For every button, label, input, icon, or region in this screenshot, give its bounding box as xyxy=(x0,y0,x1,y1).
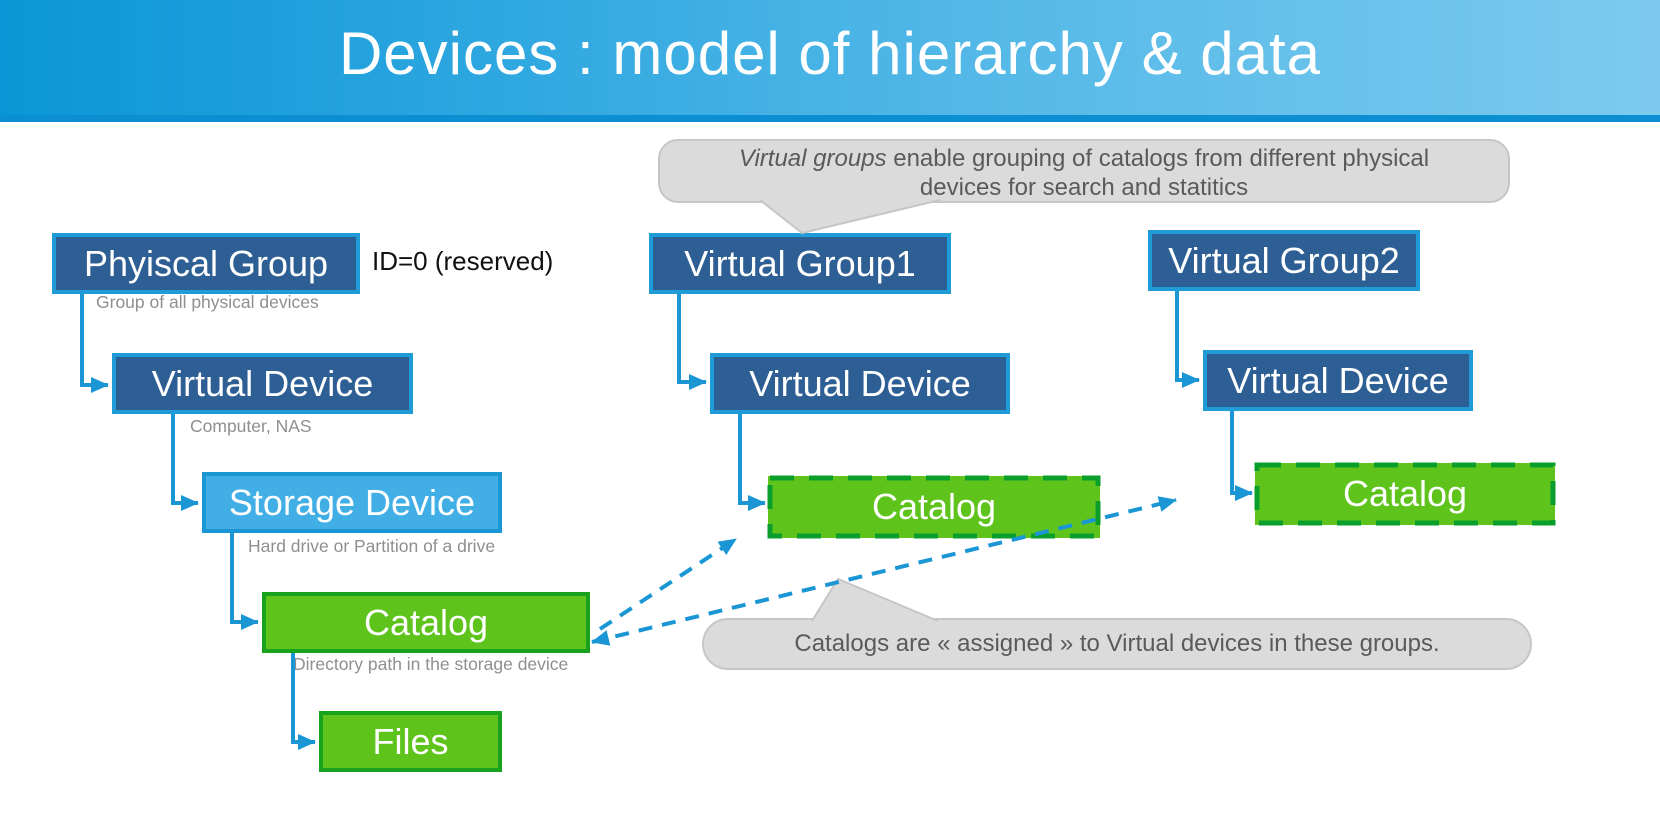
node-virtual-group2: Virtual Group2 xyxy=(1148,230,1420,291)
node-catalog-right: Catalog xyxy=(1255,463,1555,525)
node-catalog-middle: Catalog xyxy=(768,476,1100,538)
speech-bubble-top-tail xyxy=(759,199,941,235)
speech-bubble-top-line2: devices for search and statitics xyxy=(919,174,1249,201)
node-storage-device: Storage Device xyxy=(202,472,502,533)
speech-bubble-top-line1: Virtual groups enable grouping of catalo… xyxy=(660,144,1508,173)
connector-group2-to-device xyxy=(1175,291,1200,388)
assignment-arrow-to-catalog-middle xyxy=(598,537,738,631)
connector-device1-to-catalog xyxy=(738,414,766,511)
caption-storage-device: Hard drive or Partition of a drive xyxy=(248,536,496,556)
speech-bubble-top-lead: Virtual groups xyxy=(738,145,887,172)
header-bar xyxy=(0,0,1660,115)
node-physical-group: Phyiscal Group xyxy=(52,233,360,294)
connector-group1-to-device xyxy=(677,294,707,390)
node-catalog-left: Catalog xyxy=(262,592,590,653)
header-underline xyxy=(0,115,1660,122)
node-virtual-device-middle: Virtual Device xyxy=(710,353,1010,414)
page-title: Devices : model of hierarchy & data xyxy=(338,20,1322,87)
caption-virtual-device-left: Computer, NAS xyxy=(190,416,312,436)
speech-bubble-bottom-text: Catalogs are « assigned » to Virtual dev… xyxy=(794,630,1440,657)
caption-catalog-left: Directory path in the storage device xyxy=(293,654,569,674)
node-virtual-group1: Virtual Group1 xyxy=(649,233,951,294)
speech-bubble-bottom-tail xyxy=(811,577,939,622)
caption-physical-group: Group of all physical devices xyxy=(96,292,319,312)
node-virtual-device-right: Virtual Device xyxy=(1203,350,1473,411)
id-reserved-note: ID=0 (reserved) xyxy=(372,246,554,276)
node-files: Files xyxy=(319,711,502,772)
connector-device2-to-catalog xyxy=(1230,411,1253,501)
speech-bubble-top: Virtual groups enable grouping of catalo… xyxy=(658,139,1510,203)
speech-bubble-bottom: Catalogs are « assigned » to Virtual dev… xyxy=(702,618,1532,670)
node-virtual-device-left: Virtual Device xyxy=(112,353,413,414)
speech-bubble-top-rest: enable grouping of catalogs from differe… xyxy=(886,145,1430,172)
